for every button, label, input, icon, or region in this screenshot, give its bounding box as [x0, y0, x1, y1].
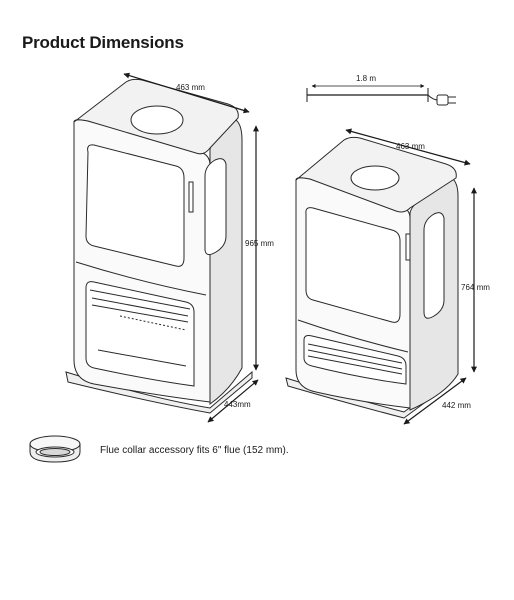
- flue-collar-caption: Flue collar accessory fits 6" flue (152 …: [100, 445, 289, 456]
- short-depth-label: 442 mm: [442, 401, 471, 410]
- tall-width-label: 463 mm: [176, 83, 205, 92]
- tall-stove-flue-opening: [130, 105, 184, 135]
- short-width-label: 463 mm: [396, 142, 425, 151]
- short-stove-door-window: [305, 207, 401, 323]
- short-stove-flue-opening: [350, 165, 400, 191]
- plug-icon: [436, 94, 449, 106]
- tall-stove-door-window: [85, 144, 185, 267]
- tall-stove-side-window: [204, 158, 227, 256]
- tall-height-label: 965 mm: [245, 239, 274, 248]
- short-stove-illustration: [285, 136, 459, 419]
- short-height-label: 764 mm: [461, 283, 490, 292]
- tall-depth-label: 443mm: [224, 400, 251, 409]
- short-stove-side-window: [423, 212, 445, 319]
- tall-stove-illustration: [65, 78, 253, 414]
- tall-stove-lower-alcove: [85, 281, 195, 387]
- tall-stove-door-handle: [188, 181, 194, 213]
- flue-collar-icon: [29, 435, 81, 463]
- short-stove-door-handle: [405, 233, 411, 261]
- power-cord-illustration: [306, 88, 456, 106]
- power-cord-length-label: 1.8 m: [356, 74, 376, 83]
- page-title: Product Dimensions: [22, 33, 184, 52]
